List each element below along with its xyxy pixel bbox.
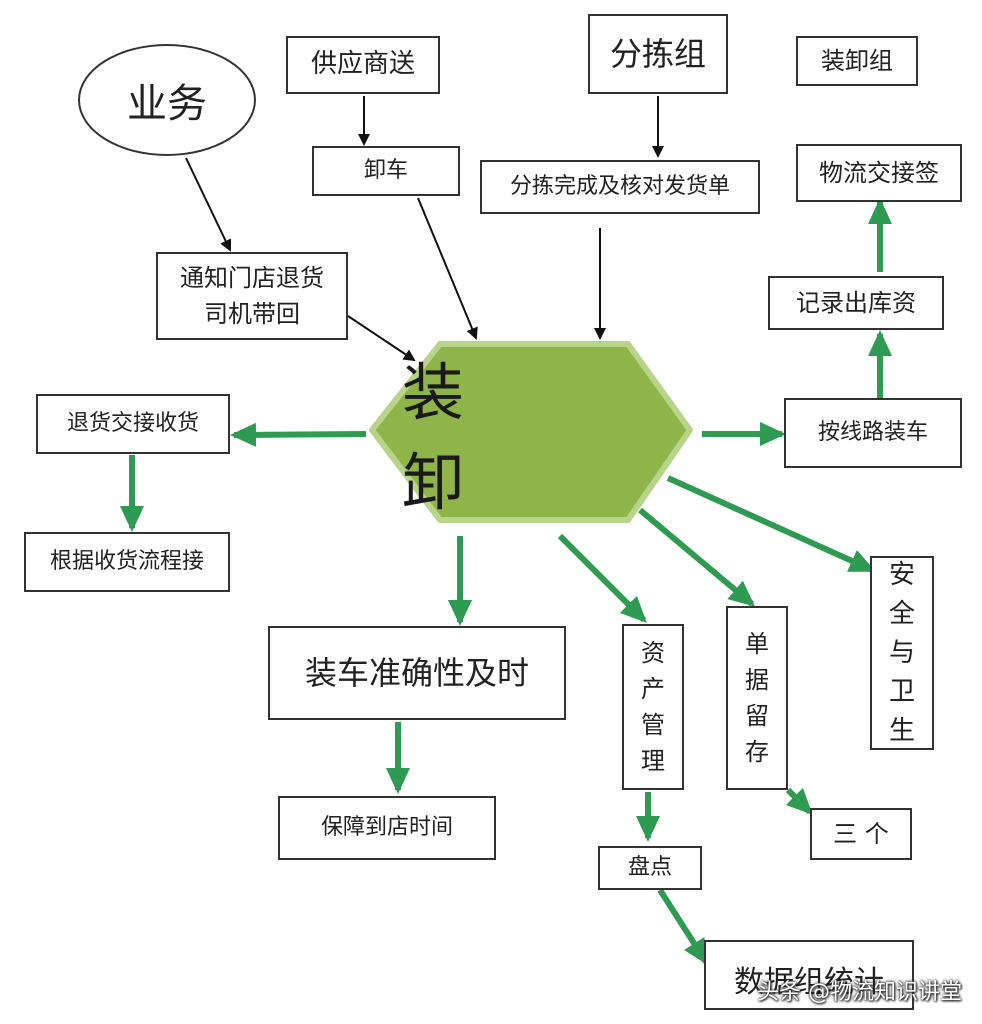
three-label: 三 个 [833, 819, 889, 848]
loading-group-box: 装卸组 [796, 36, 918, 86]
safety-char-4: 卫 [888, 676, 915, 707]
supplier-box: 供应商送 [286, 36, 440, 94]
arrow-center-to-asset [557, 533, 647, 623]
loading-group-label: 装卸组 [821, 46, 893, 75]
return-receive-box: 退货交接收货 [36, 394, 230, 454]
load-by-route-box: 按线路装车 [784, 398, 962, 468]
asset-mgmt-box: 资 产 管 理 [622, 624, 684, 790]
arrow-center-to-docs [638, 507, 756, 607]
arrow-inventory-to-stats [657, 888, 709, 966]
doc-char-4: 存 [745, 738, 769, 766]
arrow-center-to-safety [666, 475, 876, 573]
guarantee-box: 保障到店时间 [278, 796, 496, 860]
sorting-group-label: 分拣组 [609, 34, 706, 73]
arrow-business-to-notify [185, 157, 232, 252]
arrow-unload-to-center [417, 197, 478, 340]
return-flow-box: 根据收货流程接 [24, 532, 230, 592]
safety-char-5: 生 [888, 715, 915, 746]
inventory-box: 盘点 [598, 846, 702, 890]
sorting-group-box: 分拣组 [588, 14, 728, 94]
center-label: 装 卸 [402, 356, 525, 519]
record-out-box: 记录出库资 [768, 276, 944, 330]
doc-char-2: 据 [745, 666, 769, 694]
business-ellipse: 业务 [78, 44, 256, 156]
three-box: 三 个 [810, 808, 912, 860]
sort-done-label: 分拣完成及核对发货单 [509, 174, 730, 200]
doc-keep-box: 单 据 留 存 [726, 606, 788, 790]
logistics-sign-box: 物流交接签 [796, 144, 962, 202]
data-stats-label: 数据组统计 [734, 964, 884, 1000]
unload-box: 卸车 [312, 146, 460, 196]
supplier-label: 供应商送 [310, 49, 415, 80]
business-label: 业务 [127, 81, 207, 127]
asset-char-3: 管 [641, 711, 665, 739]
arrow-center-to-return [230, 422, 367, 447]
arrow-docs-to-three [785, 787, 813, 815]
data-stats-box: 数据组统计 [704, 940, 914, 1010]
accuracy-label: 装车准确性及时 [304, 653, 529, 692]
unload-label: 卸车 [363, 158, 408, 184]
arrow-notify-to-center [347, 315, 416, 362]
center-hexagon [369, 341, 693, 523]
record-out-label: 记录出库资 [796, 288, 916, 317]
watermark: 头条 @物流知识讲堂 [757, 980, 962, 1005]
load-by-route-label: 按线路装车 [817, 420, 928, 446]
logistics-sign-label: 物流交接签 [819, 158, 939, 187]
return-receive-label: 退货交接收货 [66, 411, 199, 437]
doc-char-3: 留 [745, 702, 769, 730]
notify-line2: 司机带回 [204, 300, 300, 328]
notify-line1: 通知门店退货 [180, 264, 324, 292]
accuracy-box: 装车准确性及时 [268, 626, 566, 720]
notify-box: 通知门店退货 司机带回 [156, 252, 348, 340]
safety-box: 安 全 与 卫 生 [870, 556, 934, 750]
asset-char-1: 资 [641, 639, 665, 667]
asset-char-4: 理 [641, 747, 665, 775]
safety-char-1: 安 [888, 559, 915, 590]
asset-char-2: 产 [641, 675, 665, 703]
doc-char-1: 单 [745, 630, 769, 658]
return-flow-label: 根据收货流程接 [49, 549, 204, 575]
inventory-label: 盘点 [627, 855, 672, 881]
safety-char-2: 全 [888, 598, 915, 629]
guarantee-label: 保障到店时间 [320, 815, 453, 841]
sort-done-box: 分拣完成及核对发货单 [480, 160, 760, 214]
safety-char-3: 与 [888, 637, 915, 668]
